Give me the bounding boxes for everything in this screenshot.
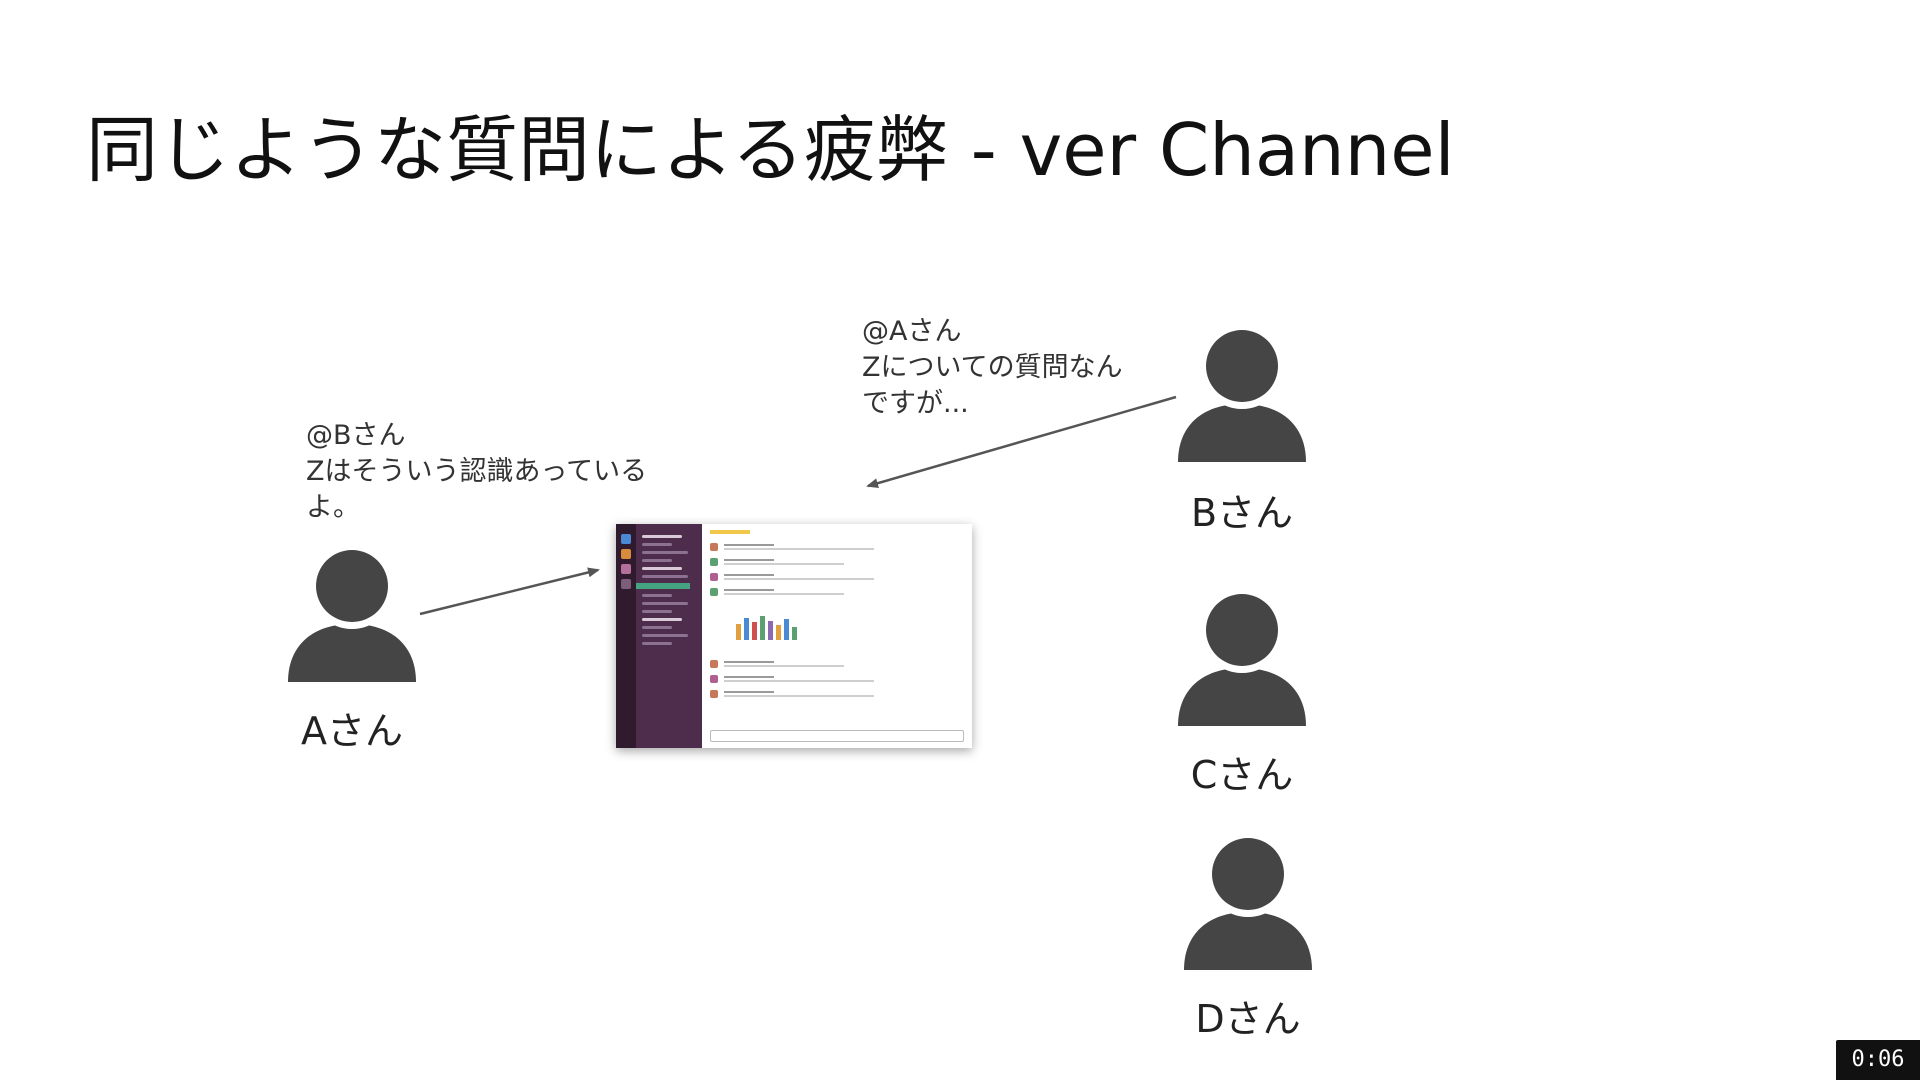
workspace-icon (621, 564, 631, 574)
message-line: @Bさん (306, 420, 406, 451)
list-item (710, 587, 964, 597)
channel-messages (702, 524, 972, 748)
message-line: @Aさん (862, 316, 962, 347)
message-line: Zについての質問なん (862, 352, 1123, 383)
message-line: Zはそういう認識あっている (306, 456, 648, 487)
list-item (710, 542, 964, 552)
sidebar-line (642, 567, 682, 570)
illustration-icon (736, 616, 797, 640)
person-c-icon (1172, 592, 1312, 732)
workspace-icon (621, 579, 631, 589)
person-d-icon (1178, 836, 1318, 976)
avatar (710, 573, 718, 581)
sidebar-line (642, 626, 672, 629)
arrow-a-to-channel (419, 567, 600, 616)
avatar (710, 588, 718, 596)
sidebar-line (642, 610, 672, 613)
message-line: ですが... (862, 388, 969, 419)
channel-window-thumbnail (616, 524, 972, 748)
person-a-label: Aさん (301, 709, 403, 753)
message-from-b: @Aさん Zについての質問なん ですが... (862, 314, 1123, 422)
avatar (710, 675, 718, 683)
sidebar-line (642, 575, 688, 578)
message-from-a: @Bさん Zはそういう認識あっている よ。 (306, 418, 647, 526)
workspace-icon (621, 549, 631, 559)
list-item (710, 689, 964, 699)
avatar (710, 558, 718, 566)
sidebar-line (642, 535, 682, 538)
slide-title: 同じような質問による疲弊 - ver Channel (86, 108, 1455, 192)
sidebar-line (642, 602, 688, 605)
sidebar-active-channel (636, 583, 690, 589)
list-item (710, 674, 964, 684)
list-item (710, 659, 964, 669)
person-b-label: Bさん (1190, 491, 1294, 535)
channel-sidebar (636, 524, 702, 748)
workspace-rail (616, 524, 636, 748)
channel-header (710, 530, 750, 534)
sidebar-line (642, 551, 688, 554)
sidebar-line (642, 618, 682, 621)
avatar (710, 690, 718, 698)
avatar (710, 660, 718, 668)
person-d-label: Dさん (1195, 997, 1301, 1041)
workspace-icon (621, 534, 631, 544)
sidebar-line (642, 594, 672, 597)
message-line: よ。 (306, 492, 360, 523)
avatar (710, 543, 718, 551)
message-input (710, 730, 964, 742)
video-timecode: 0:06 (1836, 1040, 1920, 1080)
person-b-icon (1172, 328, 1312, 468)
list-item (710, 572, 964, 582)
person-c-label: Cさん (1190, 753, 1294, 797)
sidebar-line (642, 634, 688, 637)
person-a-icon (282, 548, 422, 688)
list-item (710, 557, 964, 567)
sidebar-line (642, 642, 672, 645)
sidebar-line (642, 543, 672, 546)
sidebar-line (642, 559, 672, 562)
